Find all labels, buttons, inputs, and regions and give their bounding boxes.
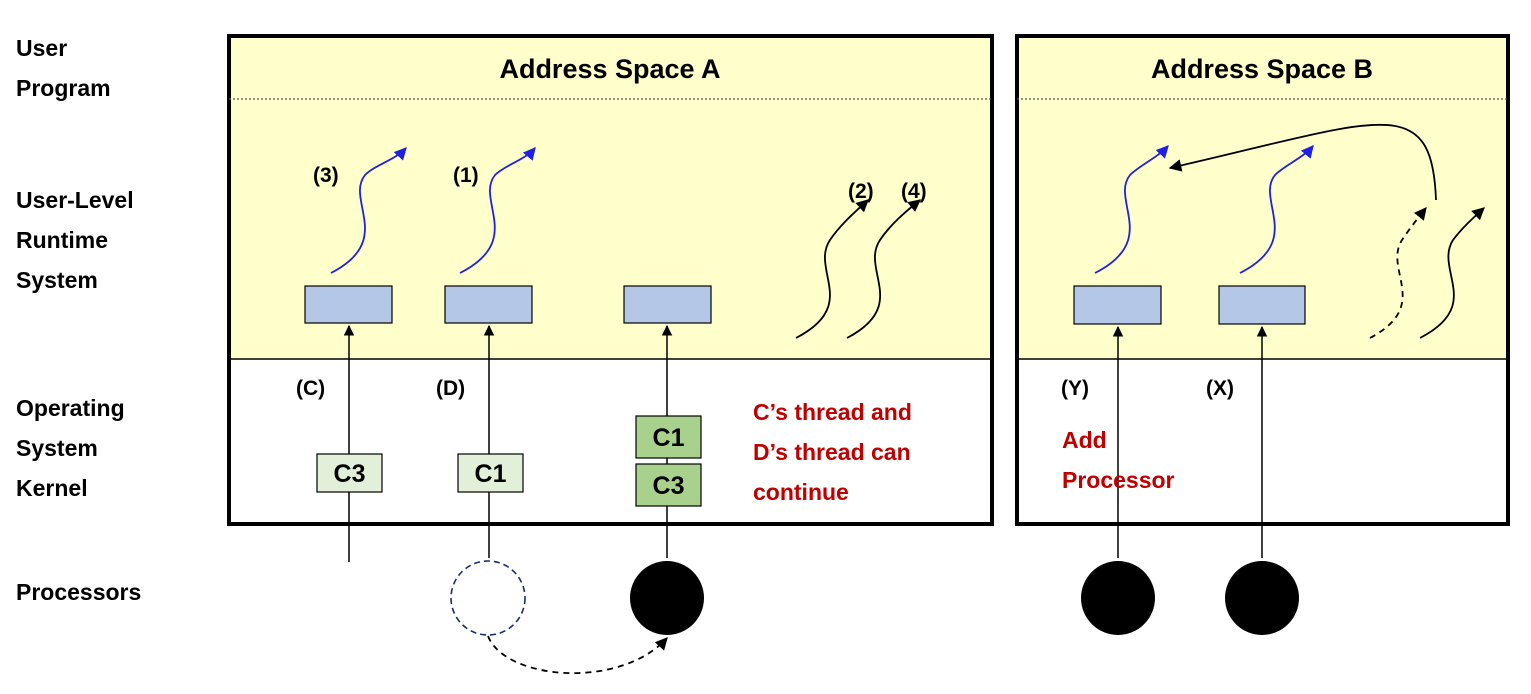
- kernel-stack-c3-a-label: C3: [334, 460, 366, 488]
- kernel-label-y: (Y): [1061, 377, 1089, 400]
- processor-b2: [1225, 561, 1299, 635]
- space-a-note: C’s thread and D’s thread can continue: [753, 399, 918, 505]
- layer-label-processors: Processors: [16, 579, 141, 605]
- address-space-a: Address Space A (3) (1) (2) (4) (C) (D) …: [227, 34, 994, 562]
- thread-label-2: (2): [848, 180, 874, 203]
- kernel-stack-c1-a: [457, 453, 524, 493]
- kernel-label-x: (X): [1206, 377, 1234, 400]
- thread-2-curve: [795, 199, 869, 339]
- space-b-title: Address Space B: [1151, 54, 1373, 84]
- thread-label-3: (3): [313, 164, 339, 187]
- thread-1-curve: [459, 147, 536, 274]
- layer-label-user-program: User Program: [16, 35, 111, 101]
- kernel-stack-c1-b: [635, 415, 702, 459]
- layer-label-runtime: User-Level Runtime System: [16, 187, 140, 293]
- space-b-note: Add Processor: [1062, 427, 1175, 493]
- kernel-label-c: (C): [296, 377, 325, 400]
- thread-3-curve: [330, 147, 407, 274]
- thread-b3-dashed-curve: [1369, 207, 1427, 339]
- activation-box-y: [1073, 285, 1162, 325]
- processor-b1: [1081, 561, 1155, 635]
- kernel-stack-c1-b-label: C1: [653, 424, 685, 452]
- space-a-kernel-region: [229, 359, 992, 524]
- activation-box-c: [304, 285, 393, 324]
- activation-box-d: [444, 285, 533, 324]
- kernel-label-d: (D): [436, 377, 465, 400]
- kernel-stack-c3-a: [316, 453, 383, 493]
- layer-label-kernel: Operating System Kernel: [16, 395, 131, 501]
- processor-a: [630, 561, 704, 635]
- kernel-stack-c3-b: [635, 463, 702, 507]
- space-a-border: [227, 34, 994, 526]
- processor-reassign-arrow: [487, 635, 668, 674]
- thread-b2-curve: [1239, 145, 1314, 274]
- activation-box-x: [1218, 285, 1306, 325]
- activation-box-new: [623, 285, 712, 324]
- thread-label-1: (1): [453, 164, 479, 187]
- kernel-stack-c1-a-label: C1: [475, 460, 507, 488]
- kernel-stack-c3-b-label: C3: [653, 472, 685, 500]
- space-a-title: Address Space A: [499, 54, 720, 84]
- migration-arrow: [1168, 123, 1437, 201]
- thread-label-4: (4): [901, 180, 927, 203]
- processor-preempted: [450, 560, 526, 636]
- thread-b4-curve: [1419, 207, 1485, 339]
- address-space-b: Address Space B (Y) (X) Add Processor: [1015, 34, 1510, 558]
- thread-b1-curve: [1094, 145, 1169, 274]
- thread-4-curve: [846, 199, 921, 339]
